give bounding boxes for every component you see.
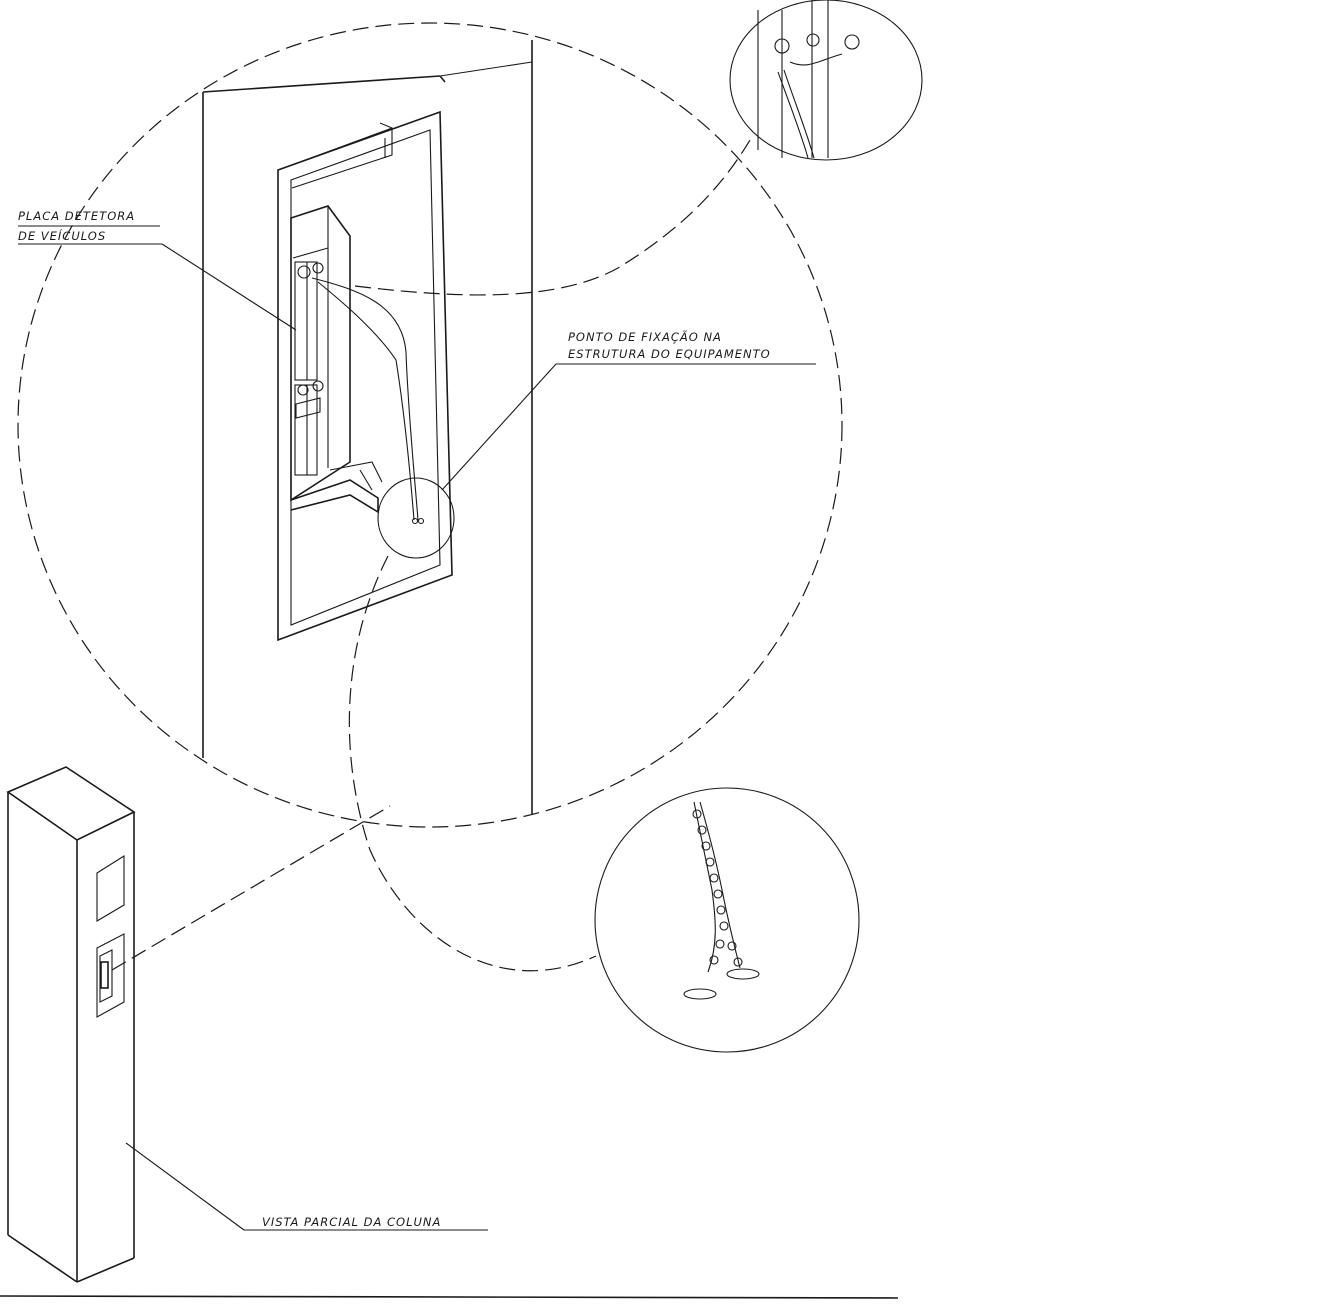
- label-placa-line2: DE VEÍCULOS: [18, 228, 106, 243]
- detail-connector-column: [111, 805, 391, 971]
- fixation-detail-circle: [377, 477, 455, 559]
- board-detail-circle: [729, 0, 923, 161]
- panel-opening: [277, 110, 453, 642]
- column-face-enlarged: [202, 40, 533, 815]
- bottom-border-line: [0, 1295, 899, 1299]
- label-ponto-line2: ESTRUTURA DO EQUIPAMENTO: [568, 347, 771, 361]
- detail-connector-top: [354, 139, 751, 296]
- label-placa-line1: PLACA DETETORA: [18, 209, 135, 223]
- detail-connector-bottom: [348, 555, 597, 972]
- label-ponto-line1: PONTO DE FIXAÇÃO NA: [568, 329, 722, 344]
- chain-detail-circle: [594, 787, 860, 1053]
- detector-board-housing: [290, 205, 383, 514]
- grounding-wire: [311, 277, 425, 525]
- main-detail-circle: [17, 22, 843, 828]
- label-vista-parcial: VISTA PARCIAL DA COLUNA: [262, 1215, 441, 1229]
- leader-lines: [18, 225, 816, 1231]
- column-partial-view: [6, 766, 136, 1283]
